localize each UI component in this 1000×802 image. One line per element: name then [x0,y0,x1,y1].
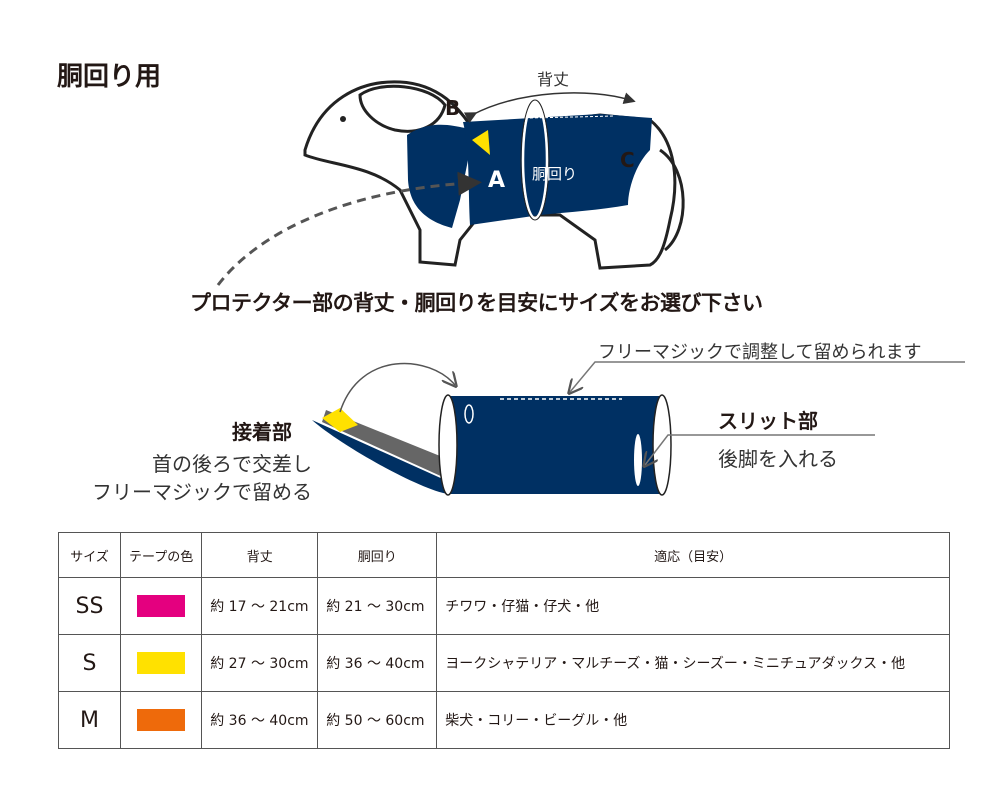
table-header-row: サイズ テープの色 背丈 胴回り 適応（目安） [58,532,950,578]
tape-color-swatch [137,652,186,674]
free-magic-note: フリーマジックで調整して留められます [598,342,922,363]
fit-cell: ヨークシャテリア・マルチーズ・猫・シーズー・ミニチュアダックス・他 [436,634,950,692]
dashed-pointer-arrow [216,171,482,286]
table-row: M 約 36 ～ 40cm 約 50 ～ 60cm 柴犬・コリー・ビーグル・他 [58,691,950,749]
back-length-cell: 約 27 ～ 30cm [201,634,319,692]
protector-body [463,114,652,225]
table-row: SS 約 17 ～ 21cm 約 21 ～ 30cm チワワ・仔猫・仔犬・他 [58,577,950,635]
header-girth: 胴回り [317,532,438,578]
headline: プロテクター部の背丈・胴回りを目安にサイズをお選び下さい [190,291,763,315]
girth-cell: 約 21 ～ 30cm [317,577,438,635]
size-table: サイズ テープの色 背丈 胴回り 適応（目安） SS 約 17 ～ 21cm 約… [58,532,950,749]
page-title: 胴回り用 [57,62,162,92]
point-b-label: B [445,96,461,120]
table-row: S 約 27 ～ 30cm 約 36 ～ 40cm ヨークシャテリア・マルチーズ… [58,634,950,692]
girth-cell: 約 36 ～ 40cm [317,634,438,692]
back-length-cell: 約 17 ～ 21cm [201,577,319,635]
back-length-cell: 約 36 ～ 40cm [201,691,319,749]
girth-cell: 約 50 ～ 60cm [317,691,438,749]
adhesive-line2: フリーマジックで留める [92,480,312,504]
adhesive-title: 接着部 [232,420,292,444]
point-c-label: C [620,148,635,172]
back-length-arrow [463,92,636,124]
yellow-tape-mark [472,130,490,155]
girth-label: 胴回り [532,165,578,183]
slit-title: スリット部 [718,409,818,433]
dog-eye [340,116,346,122]
point-a-label: A [488,168,506,193]
header-size: サイズ [58,532,121,578]
fit-cell: チワワ・仔猫・仔犬・他 [436,577,950,635]
tape-color-swatch [137,709,186,731]
slit-desc: 後脚を入れる [718,447,838,471]
size-cell: M [58,691,121,749]
dog-illustration [216,80,965,496]
product-illustration [312,361,965,496]
back-length-label: 背丈 [537,70,570,89]
header-back-length: 背丈 [201,532,319,578]
size-cell: SS [58,577,121,635]
size-cell: S [58,634,121,692]
adhesive-line1: 首の後ろで交差し [152,452,312,476]
header-tape-color: テープの色 [119,532,203,578]
fit-cell: 柴犬・コリー・ビーグル・他 [436,691,950,749]
tape-color-swatch [137,595,186,617]
header-fit: 適応（目安） [436,532,950,578]
protector-front [407,124,470,228]
